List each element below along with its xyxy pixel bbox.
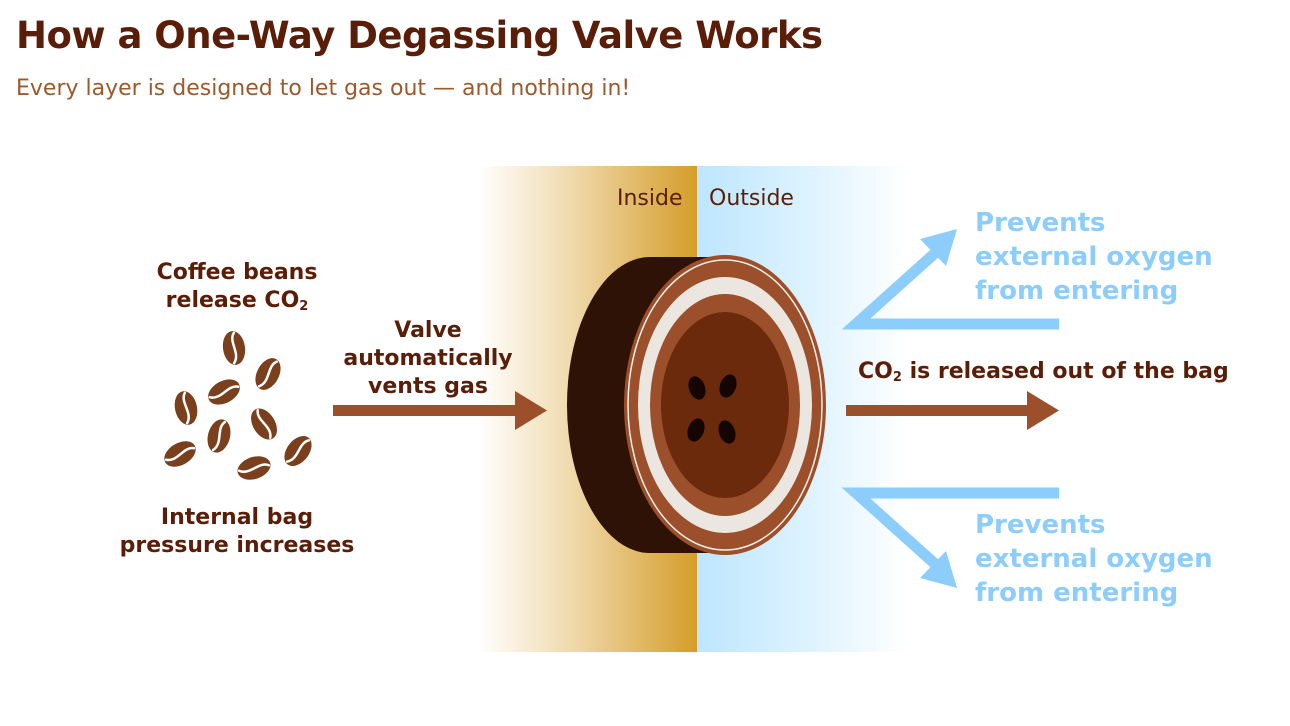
page-title: How a One-Way Degassing Valve Works: [16, 14, 823, 57]
beans-release-co2-label: Coffee beans release CO2: [156, 260, 318, 314]
prevent-oxygen-top-label: Prevents external oxygen from entering: [975, 208, 1213, 306]
page-subtitle: Every layer is designed to let gas out —…: [16, 76, 631, 101]
co2-released-label: CO2 is released out of the bag: [858, 359, 1229, 385]
oxygen-blocked-bottom-arrow: [841, 487, 1059, 588]
outside-label: Outside: [709, 186, 794, 211]
oxygen-blocked-top-arrow: [841, 229, 1059, 330]
valve-vents-gas-label: Valve automatically vents gas: [343, 318, 513, 399]
coffee-beans-icon: [158, 328, 319, 485]
inside-label: Inside: [617, 186, 683, 211]
prevent-oxygen-bottom-label: Prevents external oxygen from entering: [975, 510, 1213, 608]
pressure-increases-label: Internal bag pressure increases: [119, 505, 355, 558]
valve-icon: [567, 255, 826, 555]
vent-arrow: [333, 391, 547, 430]
co2-release-arrow: [846, 391, 1059, 430]
